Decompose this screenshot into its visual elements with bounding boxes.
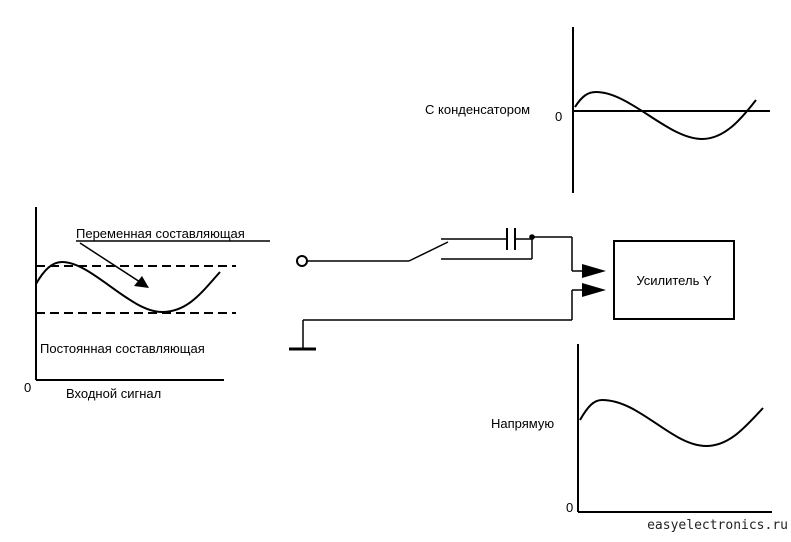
amplifier-block: Усилитель Y xyxy=(613,240,735,320)
capacitor-graph-label: С конденсатором xyxy=(425,102,530,117)
amplifier-label: Усилитель Y xyxy=(636,273,712,288)
site-watermark: easyelectronics.ru xyxy=(647,518,788,533)
input-signal-curve xyxy=(35,260,221,314)
switch-blade xyxy=(408,241,449,262)
capacitor-output-curve xyxy=(574,90,757,141)
ac-component-label: Переменная составляющая xyxy=(76,226,245,241)
signal-input-arrow xyxy=(582,264,606,278)
ground-input-arrow xyxy=(582,283,606,297)
input-signal-graph: Переменная составляющая Постоянная соста… xyxy=(24,207,270,401)
input-terminal xyxy=(296,255,308,267)
capacitor-output-graph: С конденсатором 0 xyxy=(425,27,770,193)
input-zero-label: 0 xyxy=(24,380,31,395)
dc-component-label: Постоянная составляющая xyxy=(40,341,205,356)
direct-zero-label: 0 xyxy=(566,500,573,515)
input-switch-circuit xyxy=(296,228,606,278)
direct-output-graph: Напрямую 0 xyxy=(491,344,772,515)
ground-circuit xyxy=(289,283,606,351)
ac-pointer-arrowhead xyxy=(134,276,149,288)
input-signal-caption: Входной сигнал xyxy=(66,386,161,401)
direct-output-curve xyxy=(579,398,764,448)
direct-graph-label: Напрямую xyxy=(491,416,554,431)
ac-pointer-arrow-line xyxy=(79,242,141,283)
amplifier-box xyxy=(613,240,735,320)
capacitor-zero-label: 0 xyxy=(555,109,562,124)
